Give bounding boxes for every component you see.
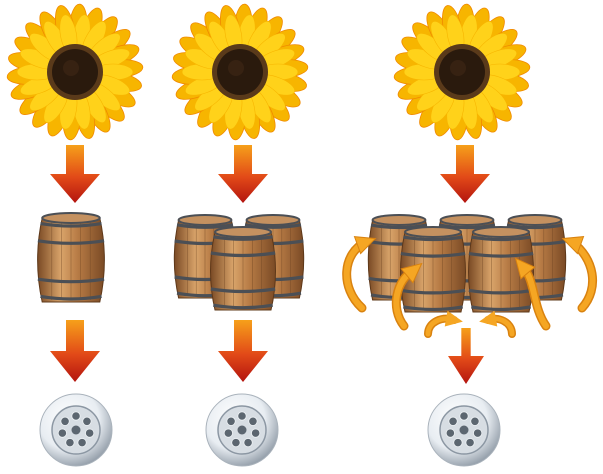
red-down-arrow-icon: [50, 320, 100, 382]
red-down-arrow-icon: [448, 328, 484, 384]
wooden-barrel-icon: [211, 227, 276, 310]
sink-drain-icon: [202, 392, 282, 468]
sunflower-svg: [5, 8, 145, 138]
sunflower-icon: [170, 8, 310, 138]
circulating-barrels-group: [332, 208, 603, 338]
sink-drain-icon: [424, 392, 504, 468]
sunflower-icon: [392, 8, 532, 138]
wooden-barrel-icon: [38, 213, 105, 302]
three-barrels-group: [172, 212, 322, 317]
red-down-arrow-icon: [218, 145, 268, 203]
red-down-arrow-icon: [218, 320, 268, 382]
red-down-arrow-icon: [440, 145, 490, 203]
sink-drain-icon: [36, 392, 116, 468]
red-down-arrow-icon: [50, 145, 100, 203]
sunflower-icon: [5, 8, 145, 138]
single-barrel-group: [35, 212, 115, 312]
